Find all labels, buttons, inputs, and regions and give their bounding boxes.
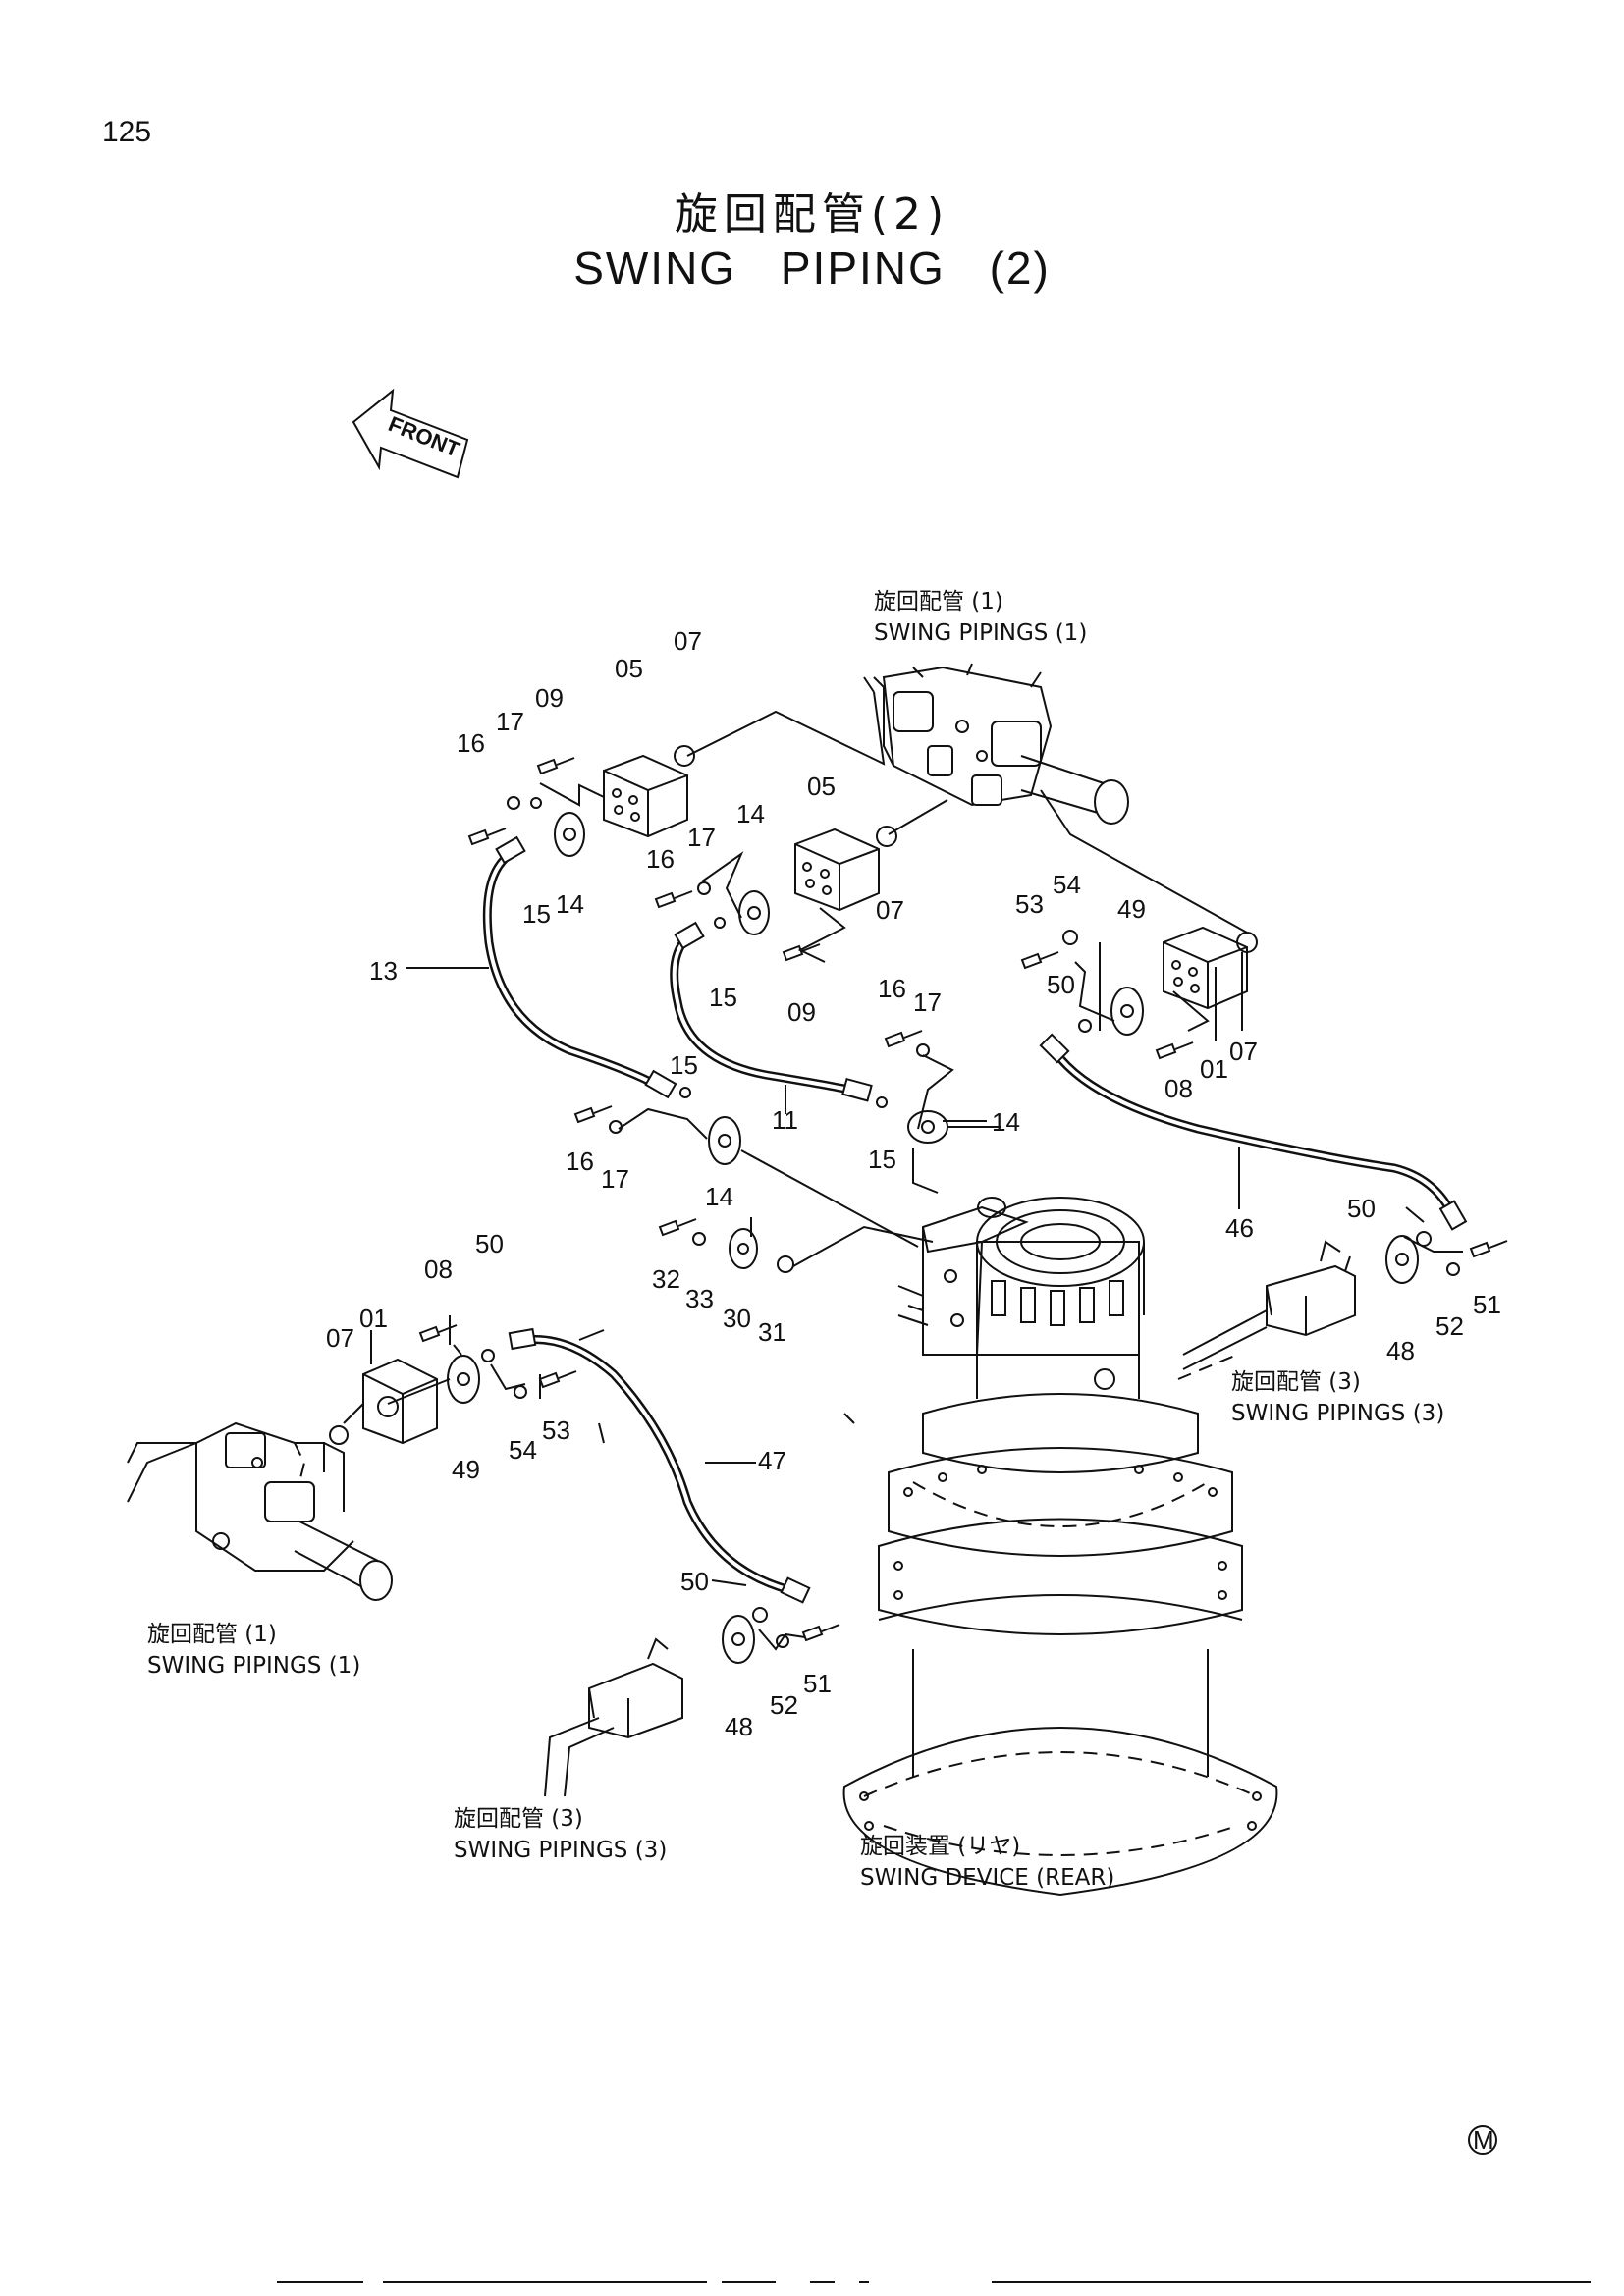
- part-label-15: 15: [868, 1145, 896, 1174]
- part-label-32: 32: [652, 1264, 680, 1294]
- part-label-13: 13: [369, 956, 398, 986]
- circled-m-mark: M: [1468, 2125, 1497, 2155]
- flange-14-c: [907, 1110, 948, 1144]
- part-label-08: 08: [1164, 1074, 1193, 1103]
- caption-device-ja: 旋回装置 (リヤ): [860, 1834, 1020, 1859]
- caption-left-en: SWING PIPINGS (1): [147, 1653, 360, 1679]
- bolt-icons: [418, 757, 1508, 1642]
- part-label-48: 48: [1386, 1336, 1415, 1365]
- part-label-16: 16: [646, 844, 675, 874]
- caption-right-en: SWING PIPINGS (3): [1231, 1401, 1444, 1426]
- flange-49-right: [1110, 987, 1144, 1036]
- part-label-09: 09: [535, 683, 564, 713]
- part-label-07: 07: [876, 895, 904, 925]
- part-label-53: 53: [542, 1415, 570, 1445]
- flange-14-d: [708, 1116, 741, 1165]
- part-label-54: 54: [509, 1435, 537, 1465]
- hose-47: [508, 1327, 811, 1604]
- part-label-17: 17: [496, 707, 524, 736]
- front-arrow-icon: FRONT: [352, 388, 469, 479]
- part-label-16: 16: [566, 1147, 594, 1176]
- hose-13: [482, 835, 677, 1099]
- part-label-51: 51: [1473, 1290, 1501, 1319]
- part-label-16: 16: [457, 728, 485, 758]
- caption-top-ja: 旋回配管 (1): [874, 589, 1003, 614]
- part-label-14: 14: [736, 799, 765, 828]
- part-label-05: 05: [615, 654, 643, 683]
- part-label-49: 49: [452, 1455, 480, 1484]
- washer-and-oring-icons: [329, 745, 1460, 1648]
- part-label-49: 49: [1117, 894, 1146, 924]
- control-valve-left: [127, 1421, 393, 1601]
- part-label-50: 50: [1047, 970, 1075, 999]
- part-label-48: 48: [725, 1712, 753, 1741]
- flange-30: [729, 1228, 758, 1269]
- part-label-07: 07: [1229, 1037, 1258, 1066]
- flange-14-a: [554, 812, 585, 857]
- part-label-07: 07: [674, 626, 702, 656]
- part-label-17: 17: [687, 823, 716, 852]
- page-number: 125: [102, 116, 152, 148]
- flange-48-bottom: [722, 1615, 755, 1664]
- title-japanese: 旋回配管(2): [674, 189, 950, 240]
- caption-right-ja: 旋回配管 (3): [1231, 1369, 1361, 1395]
- part-label-33: 33: [685, 1284, 714, 1313]
- swing-device: [842, 1197, 1278, 1896]
- part-label-52: 52: [770, 1690, 798, 1720]
- flange-49-left: [447, 1355, 480, 1404]
- part-label-46: 46: [1225, 1213, 1254, 1243]
- part-label-14: 14: [992, 1107, 1020, 1137]
- pipe-bracket-bottom: [544, 1637, 683, 1797]
- part-label-14: 14: [705, 1182, 733, 1211]
- part-label-14: 14: [556, 889, 584, 919]
- part-label-08: 08: [424, 1255, 453, 1284]
- part-label-17: 17: [913, 988, 942, 1017]
- flange-14-b: [738, 890, 770, 935]
- part-label-05: 05: [807, 772, 836, 801]
- flange-block-01-right: [1163, 926, 1248, 1010]
- label-leaders: [370, 942, 1425, 1586]
- flange-block-01-left: [362, 1358, 438, 1445]
- part-label-50: 50: [475, 1229, 504, 1258]
- hose-46: [1039, 1033, 1468, 1231]
- caption-left-ja: 旋回配管 (1): [147, 1622, 277, 1647]
- caption-bottom-en: SWING PIPINGS (3): [454, 1838, 667, 1863]
- part-label-54: 54: [1053, 870, 1081, 899]
- part-label-51: 51: [803, 1669, 832, 1698]
- caption-top-en: SWING PIPINGS (1): [874, 620, 1087, 646]
- part-label-16: 16: [878, 974, 906, 1003]
- caption-bottom-ja: 旋回配管 (3): [454, 1806, 583, 1832]
- part-label-50: 50: [680, 1567, 709, 1596]
- title-english: SWING PIPING (2): [573, 242, 1051, 294]
- part-label-53: 53: [1015, 889, 1044, 919]
- part-label-15: 15: [522, 899, 551, 929]
- part-label-30: 30: [723, 1304, 751, 1333]
- part-label-17: 17: [601, 1164, 629, 1194]
- flange-48-right: [1385, 1235, 1419, 1284]
- part-label-11: 11: [772, 1105, 798, 1135]
- part-label-31: 31: [758, 1317, 786, 1347]
- assembly-lines: [343, 691, 1463, 1651]
- part-label-52: 52: [1435, 1311, 1464, 1341]
- control-valve-top: [863, 663, 1129, 825]
- flange-block-05-lower: [794, 828, 880, 912]
- pipe-bracket-right: [1177, 1240, 1356, 1380]
- flange-block-05-upper: [603, 754, 688, 838]
- part-label-01: 01: [1200, 1054, 1228, 1084]
- part-label-47: 47: [758, 1446, 786, 1475]
- part-label-07: 07: [326, 1323, 354, 1353]
- hose-11: [670, 921, 873, 1102]
- caption-device-en: SWING DEVICE (REAR): [860, 1865, 1114, 1891]
- part-label-09: 09: [787, 997, 816, 1027]
- part-label-50: 50: [1347, 1194, 1376, 1223]
- part-label-01: 01: [359, 1304, 388, 1333]
- part-label-15: 15: [709, 983, 737, 1012]
- part-label-15: 15: [670, 1050, 698, 1080]
- svg-text:M: M: [1473, 2125, 1494, 2155]
